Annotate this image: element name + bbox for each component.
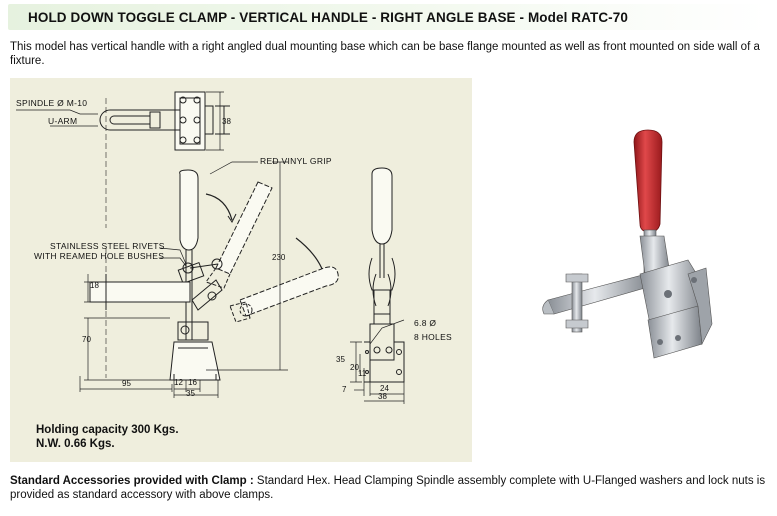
accessories-paragraph: Standard Accessories provided with Clamp… [10, 474, 770, 502]
holding-capacity: Holding capacity 300 Kgs. [36, 424, 179, 436]
dim-base-b: 16 [188, 378, 197, 387]
rivets-callout-line1: STAINLESS STEEL RIVETS [50, 241, 165, 251]
accessories-label: Standard Accessories provided with Clamp… [10, 475, 254, 487]
dim-base-height: 70 [82, 335, 91, 344]
dim-reach: 95 [122, 379, 131, 388]
dim-side-24: 24 [380, 384, 389, 393]
dim-arm-offset: 18 [90, 281, 99, 290]
title-bar: HOLD DOWN TOGGLE CLAMP - VERTICAL HANDLE… [8, 4, 768, 30]
dim-side-38: 38 [378, 392, 387, 401]
net-weight: N.W. 0.66 Kgs. [36, 438, 115, 450]
spindle-callout: SPINDLE Ø M-10 [16, 98, 87, 108]
product-photo [528, 124, 748, 374]
technical-drawing: SPINDLE Ø M-10 U-ARM RED VINYL GRIP STAI… [16, 91, 452, 404]
dim-top-height: 38 [222, 117, 231, 126]
rivets-callout-line2: WITH REAMED HOLE BUSHES [34, 251, 164, 261]
dim-overall-height: 230 [272, 253, 286, 262]
accessories-text: Standard Hex. Head Clamping Spindle asse… [10, 475, 766, 501]
dim-side-7: 7 [342, 385, 347, 394]
dim-base-width: 35 [186, 389, 195, 398]
dim-base-a: 12 [174, 378, 183, 387]
technical-drawing-panel: SPINDLE Ø M-10 U-ARM RED VINYL GRIP STAI… [10, 78, 472, 462]
hole-diameter-callout: 6.8 Ø [414, 318, 436, 328]
u-arm-callout: U-ARM [48, 116, 77, 126]
dim-side-20: 20 [350, 363, 359, 372]
holes-count-callout: 8 HOLES [414, 332, 452, 342]
dim-side-11: 11 [358, 369, 367, 378]
red-vinyl-grip-callout: RED VINYL GRIP [260, 156, 332, 166]
page-title: HOLD DOWN TOGGLE CLAMP - VERTICAL HANDLE… [28, 10, 628, 25]
dim-side-35: 35 [336, 355, 345, 364]
intro-paragraph: This model has vertical handle with a ri… [10, 41, 760, 67]
